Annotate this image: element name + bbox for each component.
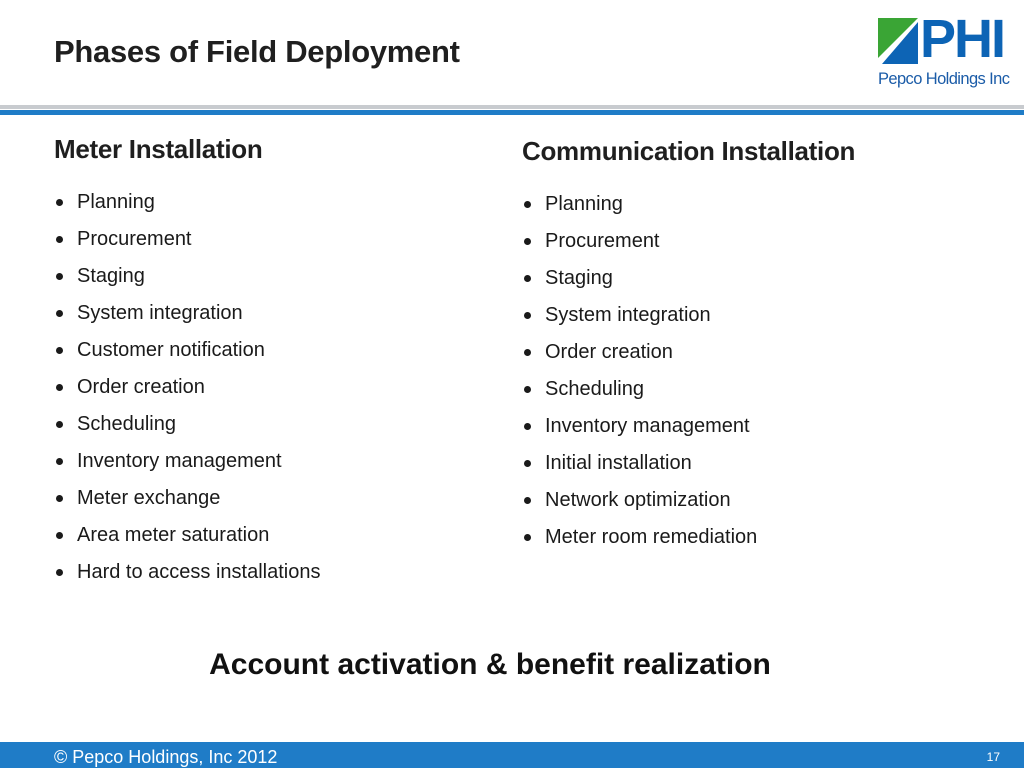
bullet-icon xyxy=(56,273,63,280)
list-item-label: Inventory management xyxy=(545,415,750,437)
column-heading: Meter Installation xyxy=(54,134,263,164)
list-item-label: Order creation xyxy=(77,376,205,398)
footer-copyright: © Pepco Holdings, Inc 2012 xyxy=(54,747,278,767)
bullet-icon xyxy=(524,534,531,541)
list-item: Scheduling xyxy=(522,376,855,413)
list-item: Initial installation xyxy=(522,450,855,487)
list-item: Area meter saturation xyxy=(54,522,320,559)
list-item: Inventory management xyxy=(54,448,320,485)
bullet-icon xyxy=(56,569,63,576)
bullet-icon xyxy=(56,199,63,206)
bullet-icon xyxy=(524,201,531,208)
list-item: Scheduling xyxy=(54,411,320,448)
list-item: Order creation xyxy=(522,339,855,376)
logo-wordmark: PHI xyxy=(920,9,1006,69)
list-item-label: Procurement xyxy=(77,228,192,250)
list-item-label: Scheduling xyxy=(545,378,644,400)
column-heading: Communication Installation xyxy=(522,136,856,166)
bullet-icon xyxy=(524,349,531,356)
list-item-label: Order creation xyxy=(545,341,673,363)
header-divider-blue xyxy=(0,110,1024,115)
list-item: Staging xyxy=(522,265,855,302)
logo-subtitle: Pepco Holdings Inc xyxy=(878,70,1010,88)
list-item-label: Area meter saturation xyxy=(77,524,270,546)
list-item: System integration xyxy=(54,300,320,337)
footer-bar: © Pepco Holdings, Inc 2012 17 xyxy=(0,742,1024,768)
list-item-label: Staging xyxy=(77,265,145,287)
list-item-label: Hard to access installations xyxy=(77,561,321,583)
list-item-label: Network optimization xyxy=(545,489,731,511)
bullet-icon xyxy=(524,312,531,319)
list-item: System integration xyxy=(522,302,855,339)
list-item: Meter room remediation xyxy=(522,524,855,561)
bullet-icon xyxy=(524,275,531,282)
list-item: Planning xyxy=(54,189,320,226)
list-item-label: Planning xyxy=(545,193,623,215)
bullet-icon xyxy=(524,460,531,467)
list-item-label: Initial installation xyxy=(545,452,692,474)
list-item: Inventory management xyxy=(522,413,855,450)
list-item-label: Meter room remediation xyxy=(545,526,758,548)
bullet-icon xyxy=(56,458,63,465)
list-item: Planning xyxy=(522,191,855,228)
slide-title: Phases of Field Deployment xyxy=(54,34,460,69)
bullet-icon xyxy=(56,310,63,317)
list-item-label: Meter exchange xyxy=(77,487,221,509)
bullet-icon xyxy=(524,423,531,430)
list-item: Order creation xyxy=(54,374,320,411)
list-item: Procurement xyxy=(54,226,320,263)
list-item: Meter exchange xyxy=(54,485,320,522)
list-item-label: System integration xyxy=(77,302,243,324)
list-item: Hard to access installations xyxy=(54,559,320,596)
bullet-icon xyxy=(56,421,63,428)
list-item-label: System integration xyxy=(545,304,711,326)
bullet-icon xyxy=(524,386,531,393)
bullet-icon xyxy=(56,495,63,502)
list-item-label: Planning xyxy=(77,191,155,213)
list-item: Customer notification xyxy=(54,337,320,374)
bullet-icon xyxy=(56,347,63,354)
list-item: Staging xyxy=(54,263,320,300)
header-divider-gray xyxy=(0,105,1024,109)
bullet-icon xyxy=(524,497,531,504)
bottom-note: Account activation & benefit realization xyxy=(209,648,771,681)
list-item: Network optimization xyxy=(522,487,855,524)
list-item: Procurement xyxy=(522,228,855,265)
company-logo: PHI Pepco Holdings Inc xyxy=(876,12,1016,96)
list-item-label: Scheduling xyxy=(77,413,176,435)
list-item-label: Procurement xyxy=(545,230,660,252)
list-item-label: Staging xyxy=(545,267,613,289)
bullet-icon xyxy=(56,532,63,539)
bullet-icon xyxy=(524,238,531,245)
bullet-icon xyxy=(56,236,63,243)
page-number: 17 xyxy=(986,750,1000,764)
list-item-label: Inventory management xyxy=(77,450,282,472)
phi-logo-icon xyxy=(878,18,918,64)
list-item-label: Customer notification xyxy=(77,339,265,361)
bullet-icon xyxy=(56,384,63,391)
